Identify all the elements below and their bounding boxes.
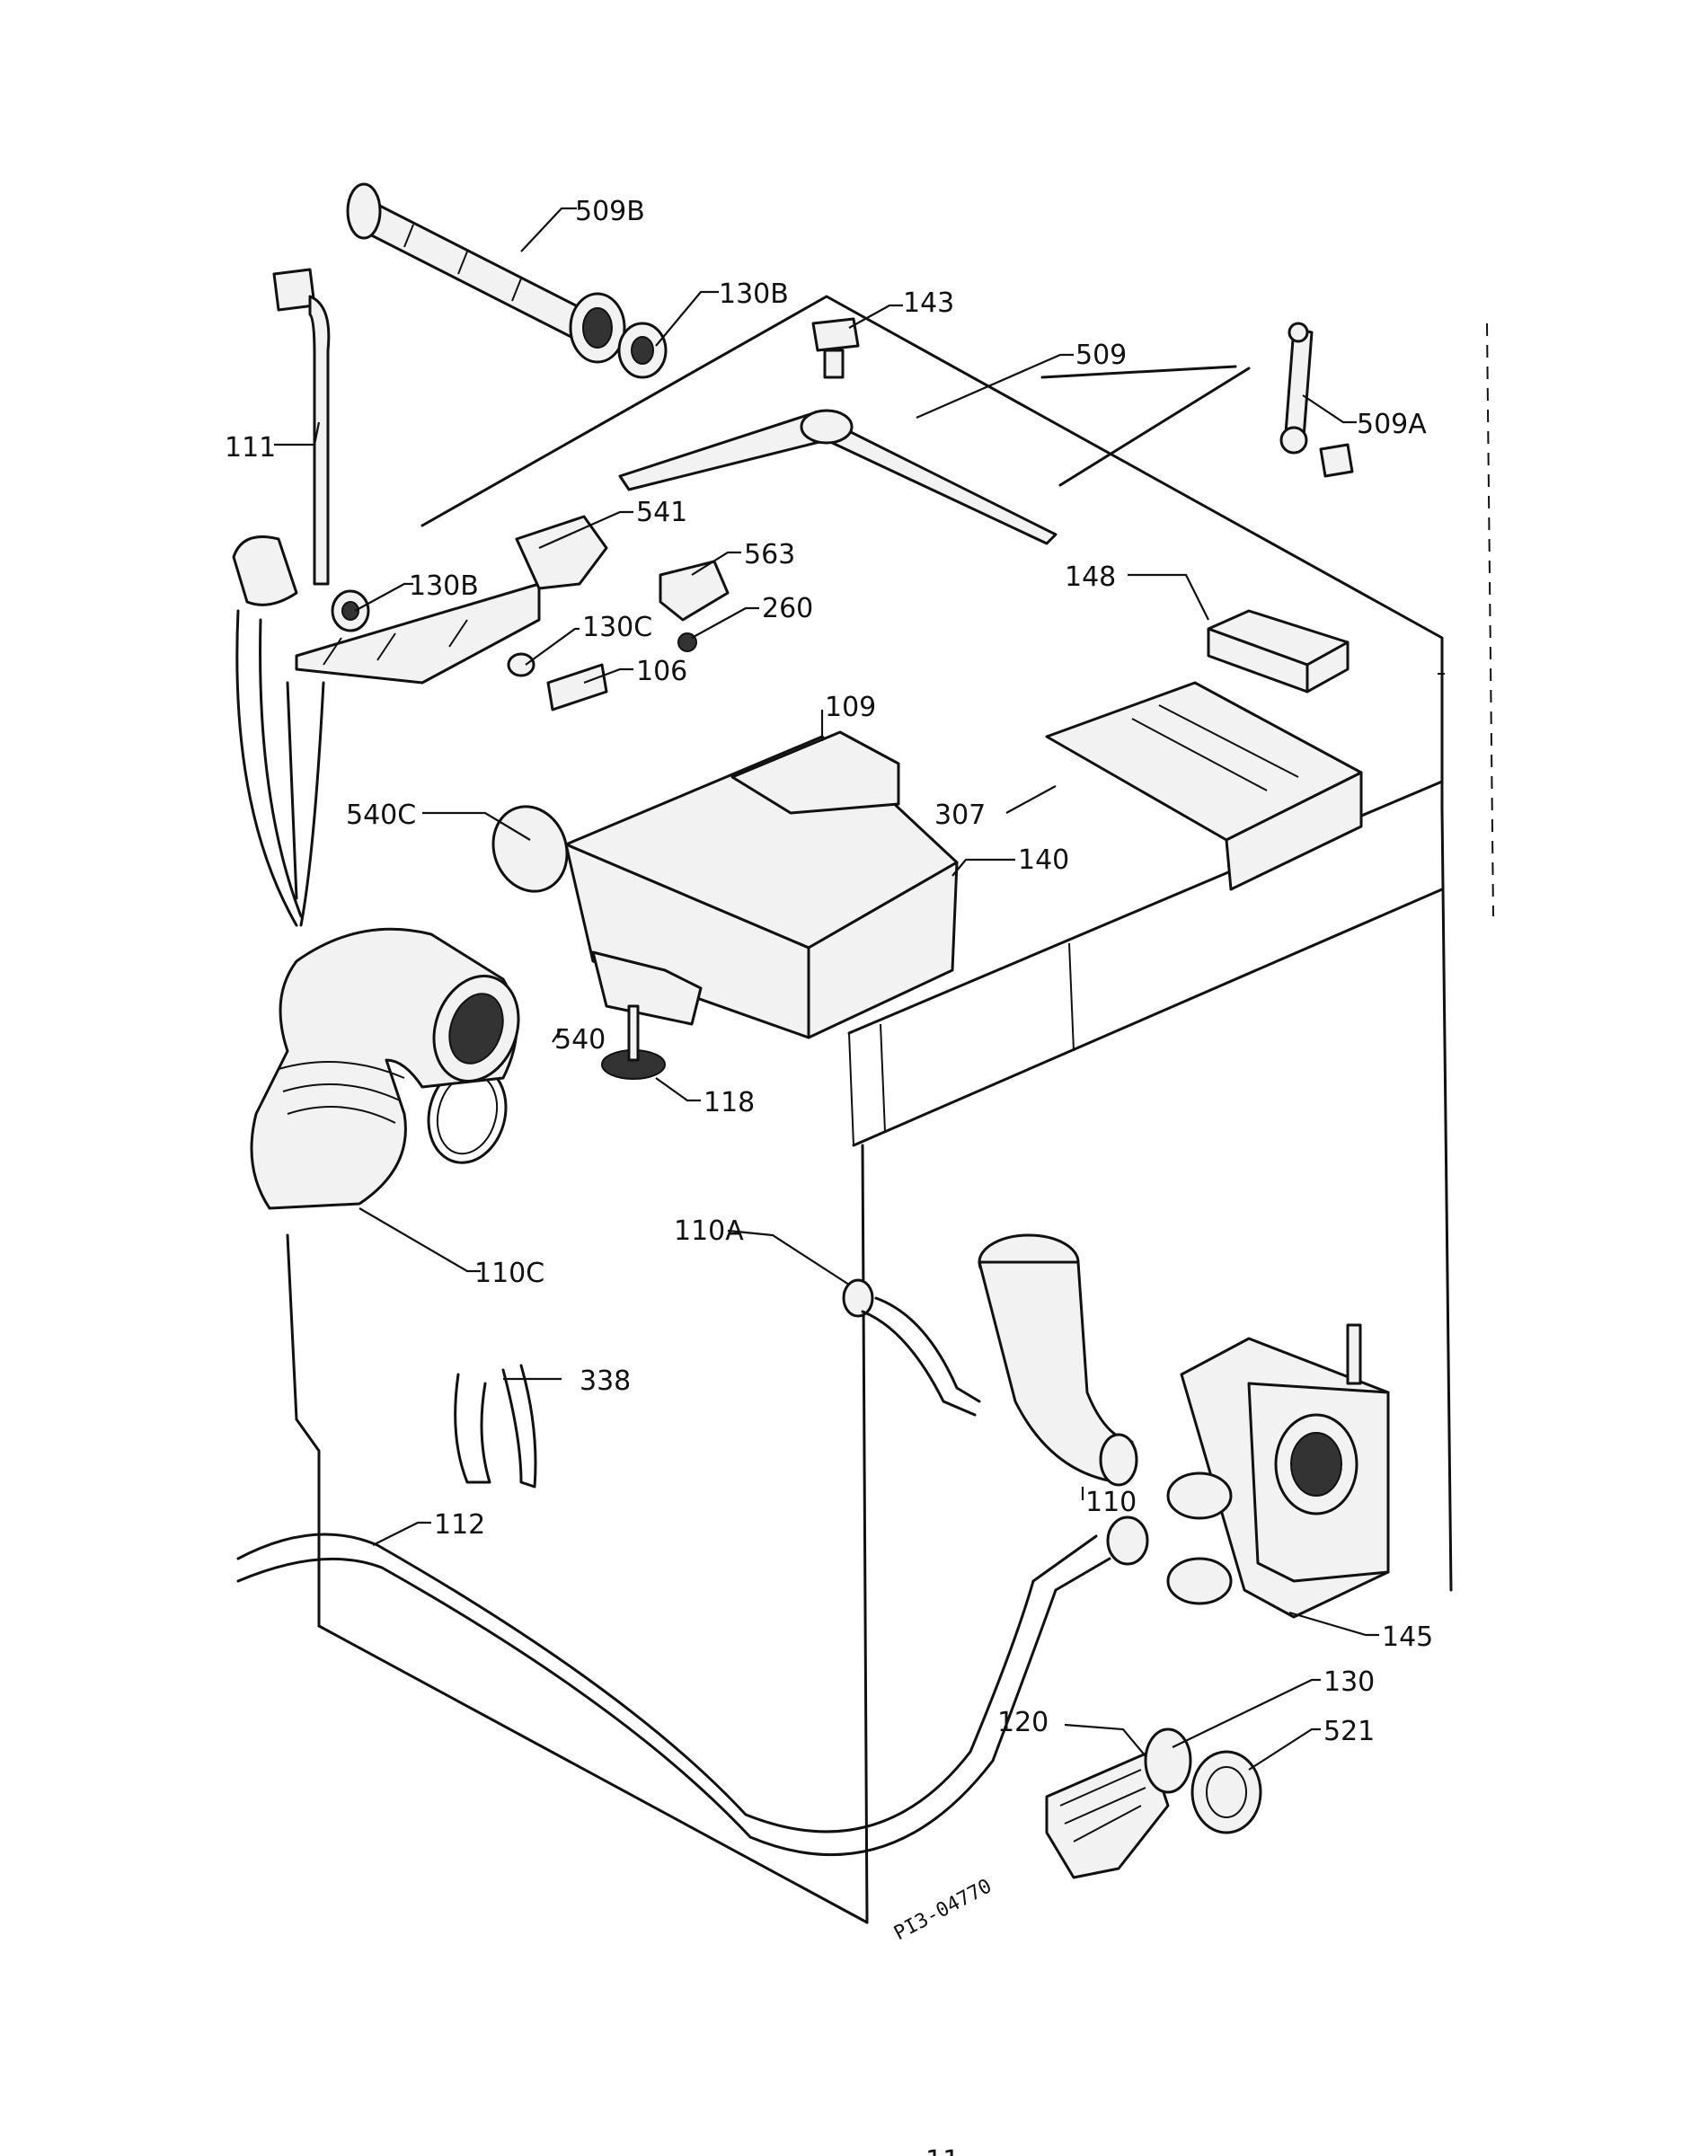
- label-540c: 540C: [346, 800, 416, 831]
- cabinet-outline: [286, 295, 1494, 1924]
- label-143: 143: [903, 287, 954, 319]
- label-307: 307: [934, 800, 986, 831]
- label-110: 110: [1085, 1487, 1137, 1518]
- drawer-307: [1045, 681, 1363, 891]
- inlet-hose-111: [232, 268, 331, 927]
- gasket-130: [1144, 1727, 1192, 1794]
- label-521: 521: [1323, 1716, 1375, 1747]
- label-509: 509: [1075, 340, 1127, 371]
- bellows-hose-110c: [250, 927, 520, 1210]
- hose-509b: [346, 182, 626, 364]
- label-145: 145: [1382, 1621, 1433, 1653]
- cover-563: [659, 560, 730, 622]
- gasket-130b: [331, 589, 370, 632]
- label-130b-top: 130B: [719, 278, 789, 310]
- leader-lines: [274, 207, 1379, 1771]
- bracket-509: [618, 365, 1251, 545]
- label-110c: 110C: [474, 1258, 544, 1289]
- cap-521: [1190, 1750, 1262, 1834]
- clip-338: [454, 1364, 537, 1489]
- lever-509a: [1279, 322, 1354, 478]
- label-130b: 130B: [409, 570, 479, 602]
- label-541: 541: [636, 497, 687, 528]
- gasket-130c: [507, 652, 535, 677]
- gasket-130b-top: [617, 322, 668, 379]
- label-118: 118: [704, 1087, 755, 1118]
- label-106: 106: [636, 656, 687, 687]
- label-120: 120: [997, 1707, 1049, 1738]
- screw-143: [811, 317, 860, 379]
- gear-118: [601, 1004, 666, 1080]
- label-140: 140: [1018, 844, 1069, 876]
- clip-106: [546, 663, 608, 711]
- label-148: 148: [1065, 561, 1116, 593]
- label-563: 563: [744, 539, 795, 570]
- label-338: 338: [580, 1365, 631, 1397]
- label-111: 111: [225, 432, 276, 464]
- label-112: 112: [434, 1509, 485, 1541]
- reference-code: PI3-04770: [890, 1875, 996, 1945]
- label-130c: 130C: [582, 612, 652, 643]
- pump-145: [1166, 1323, 1390, 1619]
- label-110a: 110A: [674, 1215, 744, 1247]
- label-109: 109: [825, 692, 876, 723]
- label-130: 130: [1323, 1666, 1375, 1698]
- hose-110a: [842, 1278, 981, 1417]
- label-540: 540: [554, 1024, 606, 1056]
- control-148: [1207, 609, 1350, 694]
- label-509a: 509A: [1357, 409, 1427, 440]
- clamp-540c: [491, 805, 569, 893]
- elbow-110: [978, 1233, 1138, 1487]
- label-509b: 509B: [575, 196, 645, 227]
- part-labels: 509B 130B 143 509 509A 111 541 563 130B …: [225, 196, 1433, 1747]
- page-number: 11: [925, 2145, 960, 2156]
- drain-hose-112: [236, 1515, 1149, 1857]
- label-260: 260: [762, 593, 813, 624]
- valve-bracket-541: [295, 515, 608, 685]
